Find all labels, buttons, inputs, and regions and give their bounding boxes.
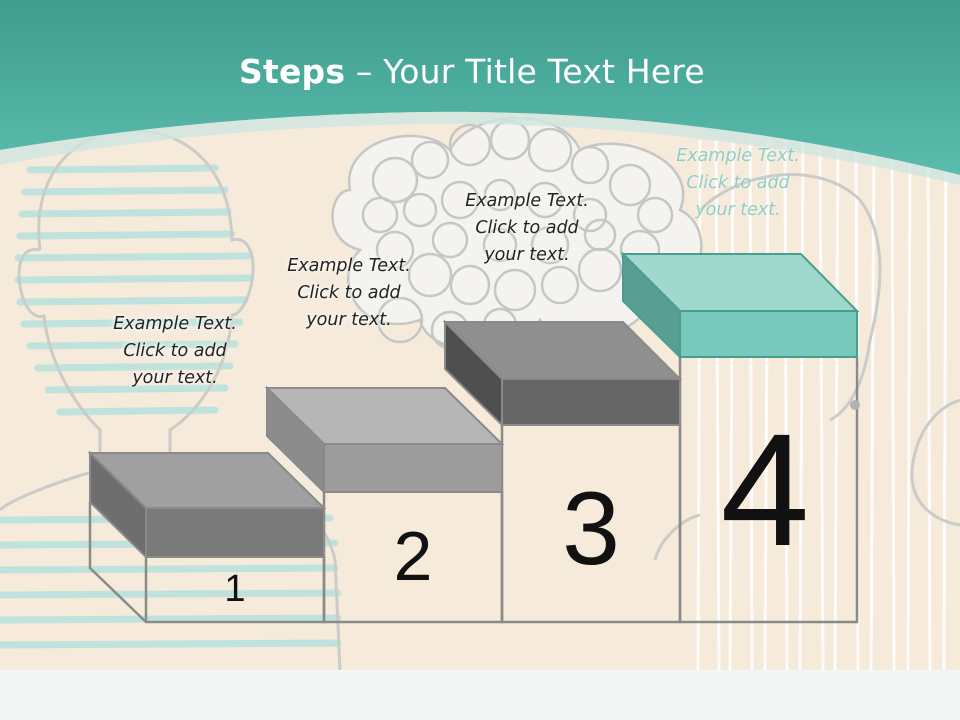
step-4-caption-line3: your text. bbox=[695, 200, 781, 220]
step-2-caption-line2: Click to add bbox=[297, 283, 401, 303]
step-4-caption[interactable]: Example Text. Click to add your text. bbox=[653, 143, 823, 224]
step-4-block[interactable] bbox=[620, 251, 860, 360]
step-1-caption[interactable]: Example Text. Click to add your text. bbox=[90, 311, 260, 392]
step-1-caption-line2: Click to add bbox=[123, 341, 227, 361]
footer-band bbox=[0, 670, 960, 720]
step-3-caption[interactable]: Example Text. Click to add your text. bbox=[442, 188, 612, 269]
title-rest: – Your Title Text Here bbox=[345, 52, 705, 91]
step-1-caption-line1: Example Text. bbox=[113, 314, 237, 334]
header-band bbox=[0, 0, 960, 175]
step-4-box[interactable] bbox=[678, 357, 859, 624]
step-2-number: 2 bbox=[393, 517, 433, 595]
step-3-caption-line3: your text. bbox=[484, 245, 570, 265]
step-3-block[interactable] bbox=[442, 319, 683, 428]
step-2-caption-line1: Example Text. bbox=[287, 256, 411, 276]
decor-dot bbox=[850, 400, 860, 410]
step-2-caption[interactable]: Example Text. Click to add your text. bbox=[264, 253, 434, 334]
step-4-caption-line1: Example Text. bbox=[676, 146, 800, 166]
step-1-block[interactable] bbox=[87, 450, 327, 560]
step-2-block[interactable] bbox=[264, 385, 505, 495]
step-2-caption-line3: your text. bbox=[306, 310, 392, 330]
title-bold: Steps bbox=[239, 52, 346, 91]
slide-title[interactable]: Steps – Your Title Text Here bbox=[0, 52, 944, 91]
right-person-outline bbox=[653, 173, 960, 561]
step-1-number: 1 bbox=[224, 568, 246, 610]
right-stripes bbox=[696, 139, 948, 671]
left-stripes bbox=[0, 164, 342, 649]
step-4-caption-line2: Click to add bbox=[686, 173, 790, 193]
step-4-number: 4 bbox=[720, 400, 810, 579]
step-1-caption-line3: your text. bbox=[132, 368, 218, 388]
scribble-cloud bbox=[331, 116, 703, 352]
step-3-caption-line1: Example Text. bbox=[465, 191, 589, 211]
step-3-caption-line2: Click to add bbox=[475, 218, 579, 238]
step-3-number: 3 bbox=[562, 471, 620, 587]
